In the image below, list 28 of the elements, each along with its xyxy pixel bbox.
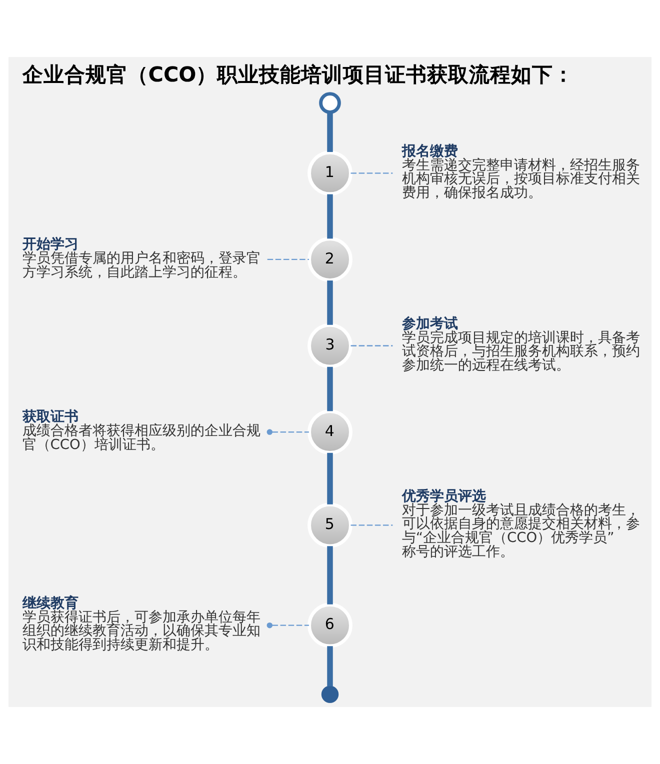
connector [267, 258, 309, 260]
connector [327, 452, 333, 504]
node-text: 开始学习 学员凭借专属的用户名和密码，登录官方学习系统，自此踏上学习的征程。 [22, 236, 260, 280]
connector [350, 172, 393, 174]
connector [350, 524, 393, 526]
node-text: 参加考试 学员完成项目规定的培训课时，具备考试资格后，与招生服务机构联系，预约参加统一的远程在线考试。 [402, 316, 640, 374]
node-circle: 2 [308, 237, 352, 282]
node-circle: 6 [308, 602, 352, 648]
node-circle [319, 92, 341, 114]
connector [327, 112, 333, 152]
node-circle [321, 686, 339, 703]
node-circle: 5 [308, 502, 352, 548]
connector [327, 194, 333, 239]
node-text: 报名缴费 考生需递交完整申请材料，经招生服务机构审核无误后，按项目标准支付相关费用，确保报名成功。 [402, 143, 640, 201]
diagram-title: 企业合规官（CCO）职业技能培训项目证书获取流程如下： [22, 62, 574, 87]
connector [266, 622, 309, 628]
connector [350, 345, 393, 346]
connector [327, 646, 333, 686]
node-text: 继续教育 学员获得证书后，可参加承办单位每年组织的继续教育活动，以确保其专业知识和技能得到持续更新和提升。 [22, 596, 260, 654]
connector [266, 429, 309, 435]
node-circle: 1 [308, 150, 352, 196]
node-circle: 4 [308, 410, 352, 454]
connector [327, 280, 333, 325]
node-text: 获取证书 成绩合格者将获得相应级别的企业合规官（CCO）培训证书。 [22, 409, 260, 453]
node-circle: 3 [308, 323, 352, 368]
node-text: 优秀学员评选 对于参加一级考试且成绩合格的考生，可以依据自身的意愿提交相关材料，参与“企业合规官（CCO）优秀学员”称号的评选工作。 [402, 488, 640, 560]
connector [327, 546, 333, 604]
connector [327, 366, 333, 412]
